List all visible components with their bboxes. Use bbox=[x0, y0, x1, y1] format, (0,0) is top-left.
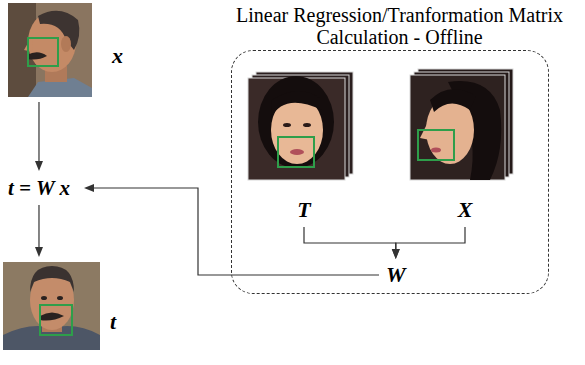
output-frontal-face-part bbox=[30, 266, 74, 292]
training-frontal-face-stack-part bbox=[303, 123, 311, 127]
training-profile-face-stack-part bbox=[418, 130, 454, 160]
equation-text: t = W x bbox=[8, 176, 70, 200]
training-profile-face-stack-part bbox=[410, 75, 505, 180]
variable-label: t bbox=[110, 310, 116, 334]
input-profile-face-part bbox=[8, 3, 92, 97]
input-profile-face-part bbox=[61, 36, 71, 52]
input-profile-face-part bbox=[27, 52, 47, 59]
training-frontal-face-stack-part bbox=[258, 76, 334, 168]
matrix-label: T bbox=[246, 198, 362, 222]
input-profile-face-part bbox=[28, 38, 58, 66]
region-heading: Linear Regression/Tranformation Matrix C… bbox=[225, 4, 574, 48]
training-frontal-face-stack bbox=[248, 72, 353, 180]
training-frontal-face-stack-part bbox=[278, 137, 314, 167]
input-face-panel: x bbox=[6, 2, 134, 99]
training-frontal-face-stack-part bbox=[283, 123, 291, 127]
arrowhead bbox=[35, 161, 43, 171]
offline-region: Linear Regression/Tranformation Matrix C… bbox=[225, 4, 574, 296]
arrowhead bbox=[84, 184, 94, 192]
arrowhead bbox=[392, 249, 400, 259]
input-profile-face-part bbox=[8, 3, 36, 97]
output-frontal-face-part bbox=[40, 313, 64, 321]
training-profile-face-stack-part bbox=[431, 148, 441, 153]
variable-label: x bbox=[112, 44, 123, 68]
output-frontal-face-part bbox=[57, 296, 63, 300]
output-frontal-face-part bbox=[41, 296, 47, 300]
source-face-stack: X bbox=[408, 74, 522, 224]
training-profile-face-stack-part bbox=[430, 89, 476, 112]
training-frontal-face-stack-part bbox=[290, 149, 304, 155]
connector-arrow bbox=[94, 188, 379, 275]
connector-arrow bbox=[38, 205, 39, 247]
output-frontal-face-part bbox=[3, 262, 100, 350]
training-frontal-face-stack-part bbox=[271, 91, 322, 118]
matrix-label: X bbox=[408, 198, 522, 222]
matrix-label: W bbox=[386, 263, 406, 287]
input-profile-face bbox=[8, 3, 92, 97]
output-frontal-face-part bbox=[40, 305, 72, 335]
connector-arrow bbox=[304, 227, 396, 249]
dashed-region-outline bbox=[231, 50, 549, 294]
output-frontal-face bbox=[3, 262, 100, 350]
arrowhead bbox=[392, 249, 400, 259]
training-profile-face-stack bbox=[410, 69, 513, 180]
connector-arrow bbox=[38, 102, 39, 161]
target-face-stack: T bbox=[246, 76, 362, 224]
equation-box: t = W x bbox=[4, 174, 74, 202]
output-face-panel: t bbox=[2, 260, 130, 352]
weight-matrix-box: W bbox=[382, 262, 410, 288]
connector-arrow bbox=[396, 227, 465, 249]
arrowhead bbox=[35, 247, 43, 257]
